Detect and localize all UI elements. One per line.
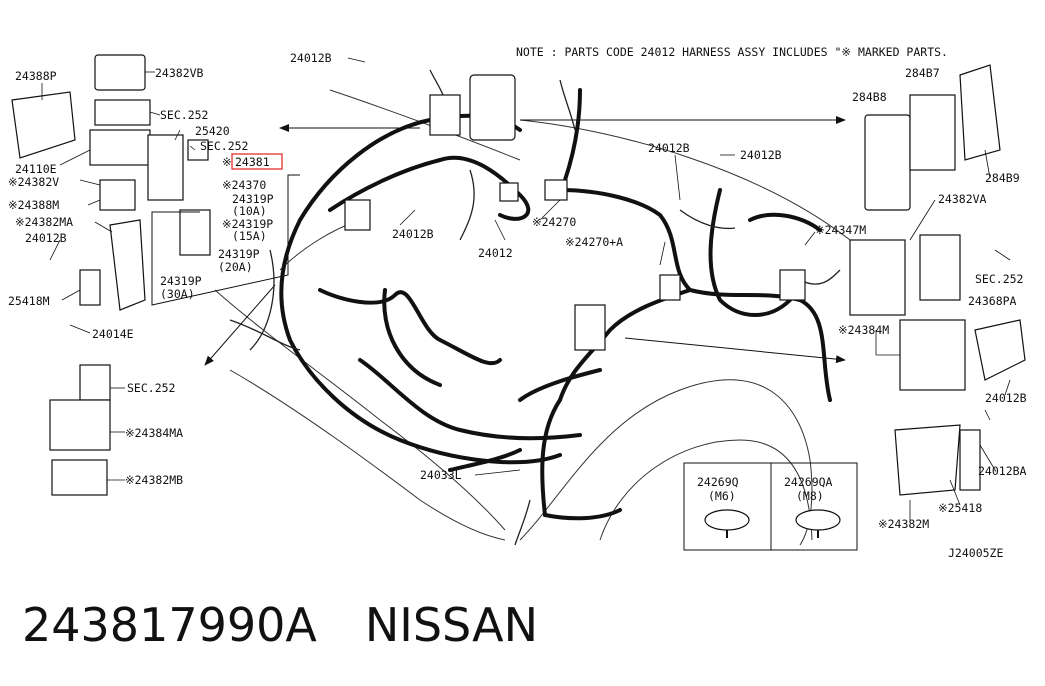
label-24319P-15: ※24319P [222,217,273,231]
label-24012B-left: 24012B [25,231,67,245]
main-harness [279,88,832,521]
label-M6: (M6) [708,489,736,503]
label-30A: (30A) [160,287,195,301]
label-24012B-mid: 24012B [392,227,434,241]
label-24012: 24012 [478,246,513,260]
label-24347M: ※24347M [815,223,866,237]
label-24269QA: 24269QA [784,475,833,489]
label-24370: ※24370 [222,178,266,192]
label-24388P: 24388P [15,69,57,83]
label-24319P-20: 24319P [218,247,260,261]
label-24012B-right1: 24012B [740,148,782,162]
brand-name: NISSAN [364,598,538,652]
label-25418: ※25418 [938,501,982,515]
label-sec252-d: SEC.252 [975,272,1023,286]
label-24382M: ※24382M [878,517,929,531]
label-15A: (15A) [232,229,267,243]
label-24382MB: ※24382MB [125,473,183,487]
branch-wires [229,69,841,546]
left-components [11,54,211,496]
label-24388M: ※24388M [8,198,59,212]
label-25420: 25420 [195,124,230,138]
label-24110E: 24110E [15,162,57,176]
direction-arrows [204,116,846,366]
clip-inset-box [683,462,858,551]
label-284B9: 284B9 [985,171,1020,185]
label-sec252-b: SEC.252 [200,139,248,153]
label-24382VB: 24382VB [155,66,204,80]
label-24269Q: 24269Q [697,475,739,489]
label-24382MA: ※24382MA [15,215,73,229]
label-25418M: 25418M [8,294,50,308]
label-24384M: ※24384M [838,323,889,337]
label-10A: (10A) [232,204,267,218]
right-components [849,64,1026,496]
label-24368PA: 24368PA [968,294,1017,308]
label-24270A: ※24270+A [565,235,623,249]
part-number: 243817990A [22,598,317,652]
label-24012B-top: 24012B [290,51,332,65]
label-sec252-a: SEC.252 [160,108,208,122]
label-24033L: 24033L [420,468,462,482]
label-20A: (20A) [218,260,253,274]
highlight-box [231,153,283,170]
label-sec252-c: SEC.252 [127,381,175,395]
label-M8: (M8) [796,489,824,503]
diagram-code: J24005ZE [948,546,1003,560]
label-24319P-10: 24319P [232,192,274,206]
label-284B7: 284B7 [905,66,940,80]
label-24012B-r: 24012B [985,391,1027,405]
clip-m8-icon [795,509,841,531]
label-24381-mark: ※ [222,155,232,169]
leader-lines [41,57,1011,520]
part-labels: 24388P 24382VB 24110E ※24382V ※24388M ※2… [8,51,1027,560]
label-24382V: ※24382V [8,175,59,189]
label-24012BA: 24012BA [978,464,1027,478]
label-284B8: 284B8 [852,90,887,104]
label-24014E: 24014E [92,327,134,341]
car-body-outline [214,89,851,546]
harness-connectors [344,74,806,351]
label-24381: 24381 [235,155,270,169]
label-24384MA: ※24384MA [125,426,183,440]
fuse-group-bracket [151,174,300,306]
label-24319P-30: 24319P [160,274,202,288]
label-24270: ※24270 [532,215,576,229]
parts-note: NOTE : PARTS CODE 24012 HARNESS ASSY INC… [516,45,948,59]
part-caption: 243817990A NISSAN [22,598,538,652]
label-24012B-center: 24012B [648,141,690,155]
label-24382VA: 24382VA [938,192,987,206]
clip-m6-icon [704,509,750,531]
